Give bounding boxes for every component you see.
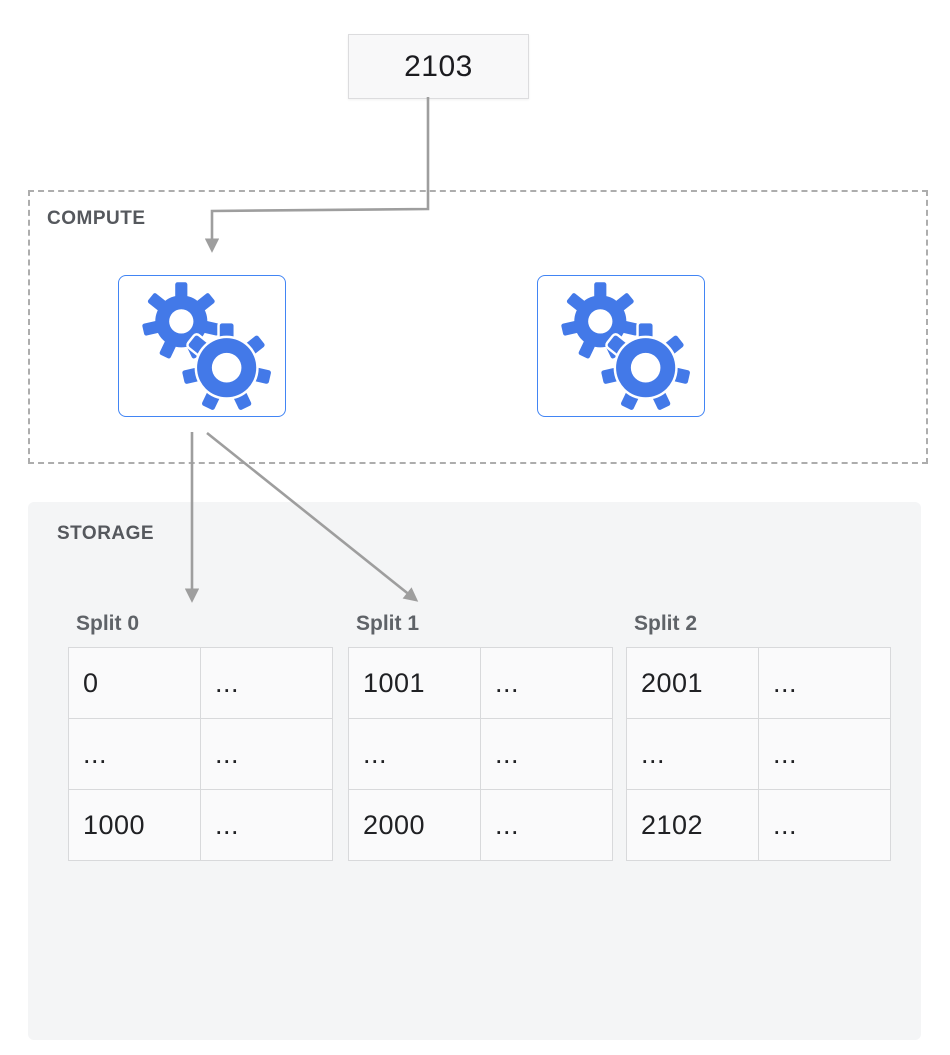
table-cell: ... bbox=[758, 718, 891, 790]
table-row: ... ... bbox=[626, 718, 891, 790]
table-cell: ... bbox=[758, 647, 891, 719]
split-0-table: 0 ... ... ... 1000 ... bbox=[68, 647, 333, 861]
split-0-block: Split 0 0 ... ... ... 1000 ... bbox=[68, 612, 333, 861]
table-cell: ... bbox=[200, 647, 333, 719]
gears-icon bbox=[560, 282, 704, 416]
table-cell: ... bbox=[758, 789, 891, 861]
table-cell: ... bbox=[480, 718, 613, 790]
table-row: 1000 ... bbox=[68, 789, 333, 861]
table-row: ... ... bbox=[348, 718, 613, 790]
table-cell: ... bbox=[480, 647, 613, 719]
compute-worker-box-active bbox=[118, 275, 286, 417]
split-1-table: 1001 ... ... ... 2000 ... bbox=[348, 647, 613, 861]
gears-icon bbox=[141, 282, 285, 416]
split-1-label: Split 1 bbox=[356, 612, 420, 635]
split-2-table: 2001 ... ... ... 2102 ... bbox=[626, 647, 891, 861]
storage-section-label: STORAGE bbox=[57, 523, 155, 544]
table-cell: ... bbox=[480, 789, 613, 861]
table-cell: 0 bbox=[68, 647, 201, 719]
table-cell: ... bbox=[626, 718, 759, 790]
split-0-label: Split 0 bbox=[76, 612, 140, 635]
table-cell: 2001 bbox=[626, 647, 759, 719]
table-cell: 2000 bbox=[348, 789, 481, 861]
table-cell: 2102 bbox=[626, 789, 759, 861]
compute-section: COMPUTE bbox=[28, 190, 928, 464]
table-row: ... ... bbox=[68, 718, 333, 790]
table-cell: 1000 bbox=[68, 789, 201, 861]
table-cell: 1001 bbox=[348, 647, 481, 719]
record-id-value: 2103 bbox=[404, 49, 473, 83]
split-2-block: Split 2 2001 ... ... ... 2102 ... bbox=[626, 612, 891, 861]
table-row: 2000 ... bbox=[348, 789, 613, 861]
table-row: 1001 ... bbox=[348, 647, 613, 719]
record-id-node: 2103 bbox=[348, 34, 529, 99]
table-cell: ... bbox=[200, 789, 333, 861]
table-cell: ... bbox=[68, 718, 201, 790]
table-cell: ... bbox=[348, 718, 481, 790]
table-row: 0 ... bbox=[68, 647, 333, 719]
split-1-block: Split 1 1001 ... ... ... 2000 ... bbox=[348, 612, 613, 861]
table-row: 2001 ... bbox=[626, 647, 891, 719]
compute-worker-box-idle bbox=[537, 275, 705, 417]
table-cell: ... bbox=[200, 718, 333, 790]
compute-section-label: COMPUTE bbox=[47, 208, 146, 229]
split-2-label: Split 2 bbox=[634, 612, 698, 635]
table-row: 2102 ... bbox=[626, 789, 891, 861]
